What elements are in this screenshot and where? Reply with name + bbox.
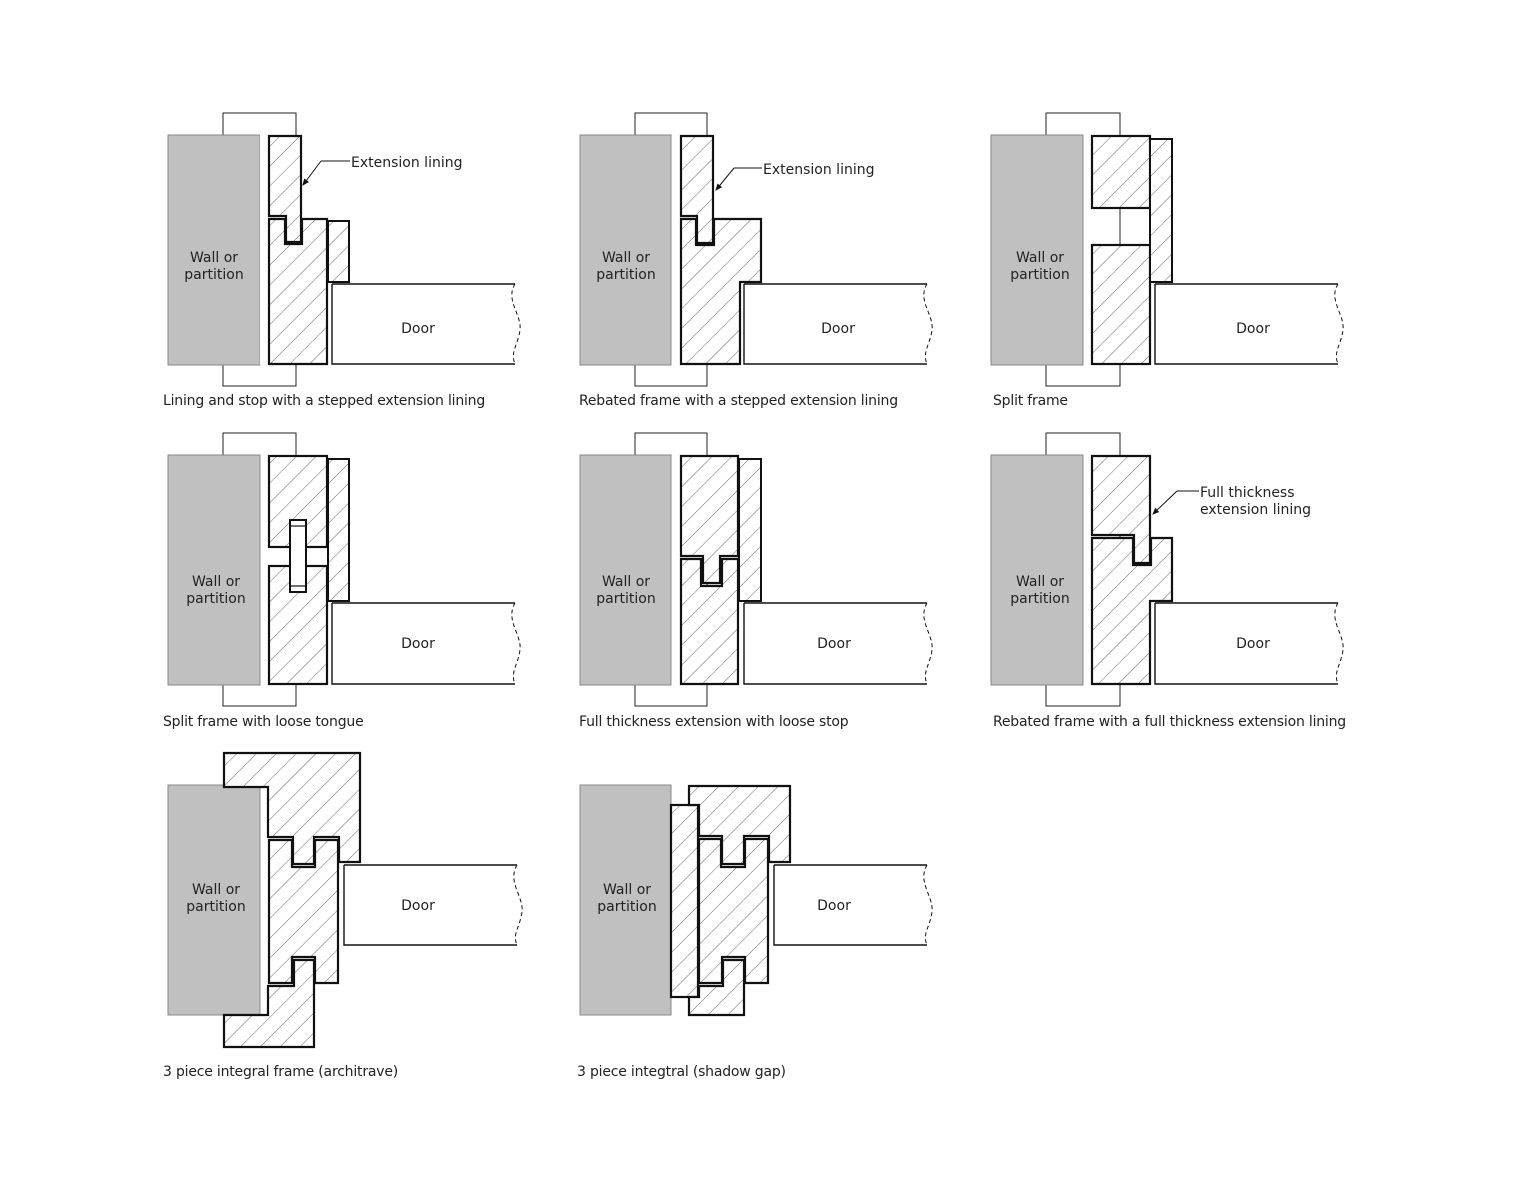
- caption-split-frame: Split frame: [993, 393, 1068, 409]
- door-label: Door: [1236, 321, 1270, 337]
- callout-text: extension lining: [1200, 502, 1311, 518]
- caption-full-thickness-loose-stop: Full thickness extension with loose stop: [579, 714, 849, 730]
- wall: [167, 784, 261, 1016]
- wall-label: partition: [1010, 591, 1069, 607]
- wall: [167, 454, 261, 686]
- door: [1154, 602, 1338, 685]
- wall-label: Wall or: [603, 882, 651, 898]
- wall: [990, 134, 1084, 366]
- frame-lower: [679, 557, 740, 686]
- architrave-bottom: [222, 958, 316, 1049]
- stop: [327, 220, 350, 283]
- caption-rebated-full-thickness: Rebated frame with a full thickness exte…: [993, 714, 1346, 730]
- frame-upper: [1090, 134, 1152, 210]
- loose-stop: [738, 458, 762, 602]
- wall-label: partition: [186, 591, 245, 607]
- wall-label: partition: [597, 899, 656, 915]
- door: [331, 283, 515, 365]
- loose-tongue: [289, 519, 307, 593]
- wall: [990, 454, 1084, 686]
- caption-3-piece-architrave: 3 piece integral frame (architrave): [163, 1064, 399, 1080]
- callout-text: Extension lining: [351, 155, 462, 171]
- wall-label: partition: [186, 899, 245, 915]
- diagram-split-frame-loose-tongue: Wall or partition Door: [167, 432, 521, 707]
- wall-label: partition: [1010, 267, 1069, 283]
- wall-label: Wall or: [192, 882, 240, 898]
- lining: [267, 217, 329, 366]
- wall-label: Wall or: [190, 250, 238, 266]
- door-label: Door: [817, 636, 851, 652]
- caption-lining-and-stop: Lining and stop with a stepped extension…: [163, 393, 486, 409]
- wall: [579, 134, 672, 366]
- wall: [579, 784, 672, 1016]
- stop: [1149, 138, 1173, 283]
- door-label: Door: [401, 898, 435, 914]
- door-label: Door: [401, 321, 435, 337]
- door-label: Door: [821, 321, 855, 337]
- diagram-lining-and-stop: Extension lining Wall or partition Door: [167, 112, 521, 387]
- door: [773, 864, 927, 946]
- shadow-gap-board: [669, 803, 700, 999]
- door-label: Door: [817, 898, 851, 914]
- frame-lower: [267, 564, 329, 686]
- wall-label: partition: [596, 591, 655, 607]
- wall-label: Wall or: [1016, 250, 1064, 266]
- diagram-split-frame: Wall or partition Door: [990, 112, 1344, 387]
- stop: [327, 458, 350, 602]
- rebated-frame: [679, 217, 763, 366]
- caption-3-piece-shadow-gap: 3 piece integtral (shadow gap): [577, 1064, 786, 1080]
- wall-label: partition: [184, 267, 243, 283]
- diagram-rebated-full-thickness: Full thickness extension lining Wall or …: [990, 432, 1344, 707]
- door: [743, 283, 927, 365]
- diagram-3-piece-architrave: Wall or partition Door: [167, 751, 523, 1049]
- door: [1154, 283, 1338, 365]
- diagram-full-thickness-loose-stop: Wall or partition Door: [579, 432, 933, 707]
- caption-split-frame-loose-tongue: Split frame with loose tongue: [163, 714, 364, 730]
- callout-text: Extension lining: [763, 162, 874, 178]
- door: [343, 864, 517, 946]
- frame-core: [267, 838, 340, 985]
- foot-piece: [687, 958, 746, 1017]
- wall-label: Wall or: [602, 574, 650, 590]
- frame-lower: [1090, 243, 1152, 366]
- wall: [579, 454, 672, 686]
- rebated-frame: [1090, 536, 1174, 686]
- wall: [167, 134, 261, 366]
- wall-label: Wall or: [192, 574, 240, 590]
- door-label: Door: [1236, 636, 1270, 652]
- door: [331, 602, 515, 685]
- wall-label: Wall or: [602, 250, 650, 266]
- door-label: Door: [401, 636, 435, 652]
- diagram-rebated-frame-stepped: Extension lining Wall or partition Door: [579, 112, 933, 387]
- wall-label: Wall or: [1016, 574, 1064, 590]
- door: [743, 602, 927, 685]
- callout-text: Full thickness: [1200, 485, 1295, 501]
- wall-label: partition: [596, 267, 655, 283]
- diagram-3-piece-shadow-gap: Wall or partition Door: [579, 784, 933, 1017]
- caption-rebated-frame-stepped: Rebated frame with a stepped extension l…: [579, 393, 898, 409]
